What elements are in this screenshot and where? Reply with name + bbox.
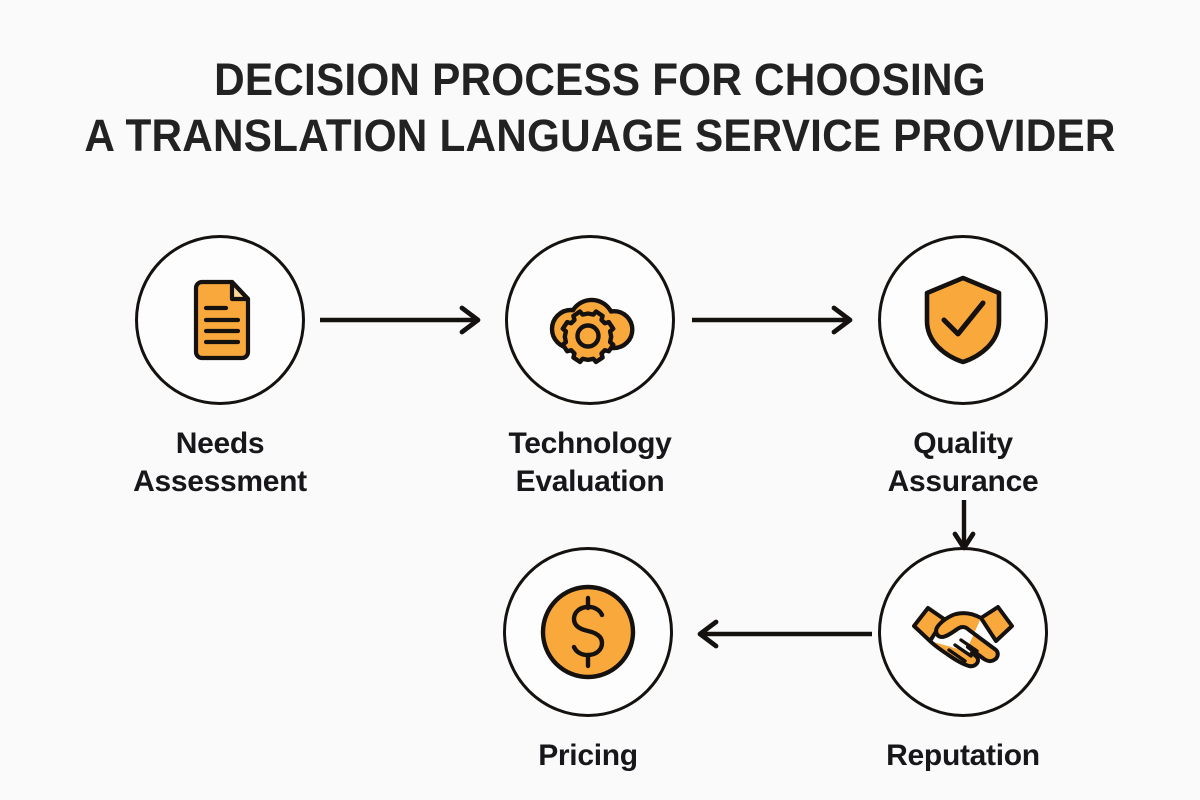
process-step-circle xyxy=(503,547,673,717)
process-step-technology-evaluation[interactable]: Technology Evaluation xyxy=(460,235,720,501)
process-step-needs-assessment[interactable]: Needs Assessment xyxy=(90,235,350,501)
process-step-circle xyxy=(505,235,675,405)
process-step-quality-assurance[interactable]: Quality Assurance xyxy=(833,235,1093,501)
process-step-label: Quality Assurance xyxy=(887,427,1039,498)
cloud-gear-icon xyxy=(540,274,640,366)
process-step-circle xyxy=(878,547,1048,717)
page-title-line-2: A TRANSLATION LANGUAGE SERVICE PROVIDER xyxy=(84,110,1116,161)
page-title-line-1: DECISION PROCESS FOR CHOOSING xyxy=(214,54,986,105)
process-step-pricing[interactable]: Pricing xyxy=(458,547,718,775)
arrow-quality-to-reputation xyxy=(951,500,977,552)
process-step-circle xyxy=(135,235,305,405)
process-step-label: Pricing xyxy=(538,739,638,772)
process-step-label: Needs Assessment xyxy=(133,427,307,498)
handshake-icon xyxy=(908,592,1018,672)
dollar-coin-icon xyxy=(536,580,640,684)
process-step-label: Reputation xyxy=(886,739,1040,772)
page-title: DECISION PROCESS FOR CHOOSING A TRANSLAT… xyxy=(0,52,1200,164)
process-step-reputation[interactable]: Reputation xyxy=(833,547,1093,775)
process-step-label: Technology Evaluation xyxy=(508,427,672,498)
process-step-circle xyxy=(878,235,1048,405)
shield-check-icon xyxy=(917,272,1009,368)
document-icon xyxy=(174,274,266,366)
